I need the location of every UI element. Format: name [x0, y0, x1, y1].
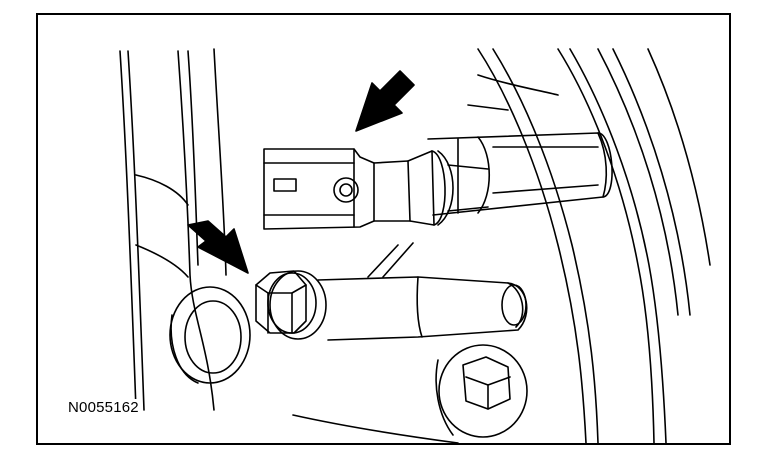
electrical-connector: [263, 148, 489, 230]
sensor-connector-illustration: [119, 48, 711, 443]
upper-shaft: [427, 132, 613, 216]
diagram-frame: N0055162: [36, 13, 731, 445]
left-casting-lines: [119, 48, 227, 411]
callout-arrow-icon: [187, 220, 249, 274]
bolt-head: [255, 270, 327, 340]
right-casting-lines: [292, 48, 711, 443]
left-boss: [169, 286, 251, 384]
lower-bolt: [435, 344, 528, 438]
sensor-body: [317, 242, 528, 341]
callout-arrow-icon: [355, 70, 415, 132]
figure-reference-code: N0055162: [66, 399, 141, 416]
